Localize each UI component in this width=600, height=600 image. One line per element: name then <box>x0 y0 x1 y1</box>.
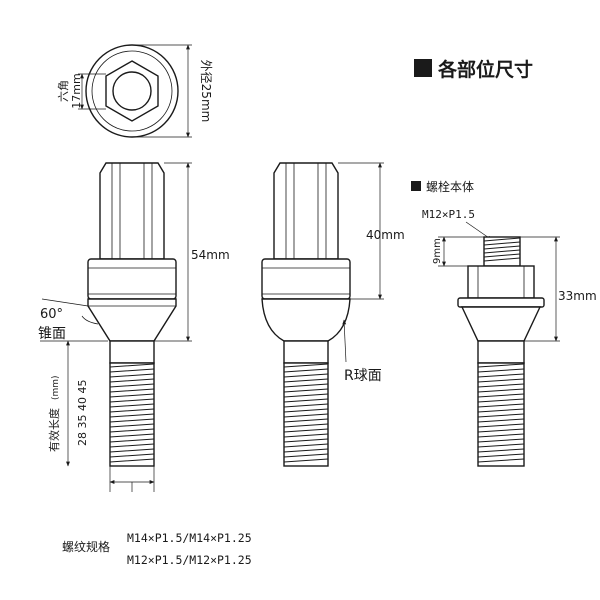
bolt-right: 螺栓本体 M12×P1.5 9mm 33mm <box>411 179 597 467</box>
thread-length-unit: (mm) <box>51 375 61 400</box>
heading-square-icon <box>414 59 432 77</box>
section-title: 螺栓本体 <box>426 179 474 194</box>
heading: 各部位尺寸 <box>414 58 533 81</box>
hex-label: 六角 <box>57 80 70 102</box>
overall-height: 33mm <box>558 289 597 303</box>
thread-left <box>109 362 155 467</box>
hex-size: 17mm <box>70 73 83 108</box>
top-view: 六角 17mm 外径25mm <box>57 44 213 138</box>
thread-middle <box>283 362 329 467</box>
thread-spec-label: 螺纹规格 <box>62 539 110 554</box>
thread-spec-line1: M14×P1.5/M14×P1.25 <box>127 531 252 545</box>
bore-circle <box>112 71 152 111</box>
bolt-left: 54mm 60° 锥面 有效长度 (mm) 28 35 40 45 <box>38 162 230 492</box>
thread-length-values: 28 35 40 45 <box>76 380 89 446</box>
thread-spec-line2: M12×P1.5/M12×P1.25 <box>127 553 252 567</box>
seat-type-sphere: R球面 <box>344 368 382 384</box>
thread-length-label: 有效长度 <box>47 408 61 452</box>
outer-diameter: 外径25mm <box>199 60 213 123</box>
inner-flange-circle <box>91 50 173 132</box>
seat-type-cone: 锥面 <box>38 326 66 342</box>
stud-spec: M12×P1.5 <box>422 208 475 221</box>
heading-title: 各部位尺寸 <box>437 58 533 81</box>
overall-length: 54mm <box>191 248 230 262</box>
head-height: 40mm <box>366 228 405 242</box>
section-square-icon <box>411 181 421 191</box>
thread-right <box>477 362 525 467</box>
bolt-middle: 40mm R球面 <box>261 162 405 467</box>
seat-angle: 60° <box>40 307 63 322</box>
stud-length: 9mm <box>432 238 443 264</box>
thread-spec: 螺纹规格 M14×P1.5/M14×P1.25 M12×P1.5/M12×P1.… <box>62 531 252 567</box>
